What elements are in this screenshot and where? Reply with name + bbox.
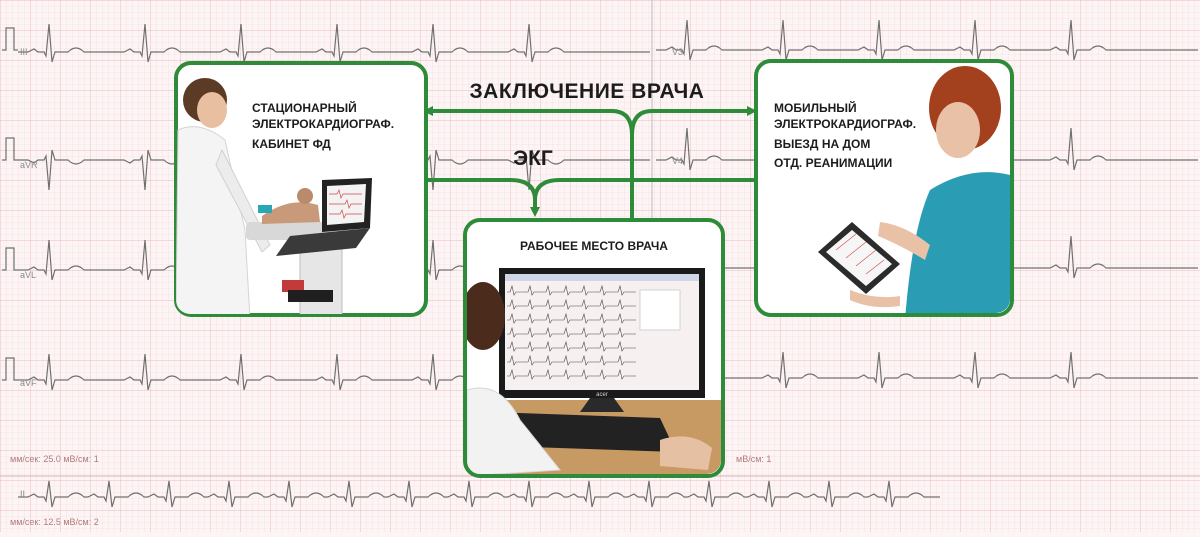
monitor-stand	[580, 398, 624, 412]
conclusion-curve-right	[630, 109, 663, 136]
patient-head	[297, 188, 313, 204]
mobile-line-4: ОТД. РЕАНИМАЦИИ	[774, 156, 892, 170]
doctor-hair-center	[467, 282, 505, 350]
mobile-illustration	[818, 66, 1010, 313]
speed-label-main: мм/сек: 25.0 мВ/см: 1	[10, 454, 99, 464]
calibration-pulse	[2, 247, 18, 271]
monitor-ecg-trace	[507, 284, 636, 380]
monitor-brand: acer	[596, 392, 608, 398]
ecg-trace-iii	[18, 23, 650, 63]
laptop-keyboard	[276, 228, 370, 256]
ecg-trace-ii	[18, 480, 940, 508]
ecg-flow-label: ЭКГ	[513, 147, 553, 170]
patient	[262, 202, 320, 224]
laptop-ecg-trace	[329, 188, 362, 220]
nurse-arm	[878, 222, 930, 260]
mobile-line-2: ЭЛЕКТРОКАРДИОГРАФ.	[774, 117, 916, 131]
calibration-pulse	[2, 357, 18, 381]
monitor-ecg-row	[507, 326, 636, 338]
mobile-line-1: МОБИЛЬНЫЙ	[774, 100, 857, 115]
monitor-ecg-row	[507, 284, 636, 296]
monitor-ecg-row	[507, 298, 636, 310]
workstation-illustration: acer	[467, 268, 721, 474]
calibration-pulse	[2, 137, 18, 161]
monitor-ecg-row	[507, 354, 636, 366]
stationary-line-1: СТАЦИОНАРНЫЙ	[252, 100, 357, 115]
workstation-title: РАБОЧЕЕ МЕСТО ВРАЧА	[520, 239, 668, 253]
stationary-illustration	[176, 78, 372, 314]
tablet-screen	[826, 230, 892, 286]
nurse-scrubs	[905, 172, 1010, 313]
conclusion-label: ЗАКЛЮЧЕНИЕ ВРАЧА	[470, 80, 705, 103]
speed-label-bottom: мм/сек: 12.5 мВ/см: 2	[10, 517, 99, 527]
doctor-coat-center	[467, 387, 561, 474]
flow-connectors	[423, 106, 757, 220]
electrode-clips	[258, 205, 272, 213]
cart-device	[288, 290, 333, 302]
monitor-side-panel	[639, 289, 681, 331]
lead-label-iii: III	[20, 47, 28, 57]
stationary-line-3: КАБИНЕТ ФД	[252, 137, 331, 151]
ecg-line-from-right	[533, 178, 756, 201]
cart-accessory	[282, 280, 304, 292]
monitor-ecg-row	[507, 368, 636, 380]
lead-label-avl: aVL	[20, 270, 36, 280]
workstation-box: acer РАБОЧЕЕ МЕСТО ВРАЧА	[463, 218, 725, 478]
laptop-screen	[327, 184, 366, 225]
lead-label-ii: II	[20, 489, 25, 499]
monitor-titlebar	[505, 274, 699, 281]
lead-label-v3: V3	[672, 47, 683, 57]
mobile-ecg-box: МОБИЛЬНЫЙ ЭЛЕКТРОКАРДИОГРАФ. ВЫЕЗД НА ДО…	[754, 59, 1014, 317]
monitor-ecg-row	[507, 312, 636, 324]
calibration-pulse	[2, 27, 18, 51]
doctor-face	[197, 92, 227, 128]
lead-label-avr: aVR	[20, 160, 38, 170]
nurse-hand	[850, 290, 900, 308]
doctor-hand-center	[660, 436, 712, 470]
tablet-ecg-trace	[835, 233, 885, 275]
stationary-ecg-box: СТАЦИОНАРНЫЙ ЭЛЕКТРОКАРДИОГРАФ. КАБИНЕТ …	[174, 61, 428, 317]
lead-label-avf: aVF	[20, 378, 37, 388]
lead-label-v4: V4	[672, 156, 683, 166]
ecg-trace-v3	[656, 19, 1198, 61]
stationary-line-2: ЭЛЕКТРОКАРДИОГРАФ.	[252, 117, 394, 131]
nurse-face	[936, 102, 980, 158]
monitor-ecg-row	[507, 340, 636, 352]
mobile-line-3: ВЫЕЗД НА ДОМ	[774, 137, 870, 151]
speed-label-right: мВ/см: 1	[736, 454, 771, 464]
